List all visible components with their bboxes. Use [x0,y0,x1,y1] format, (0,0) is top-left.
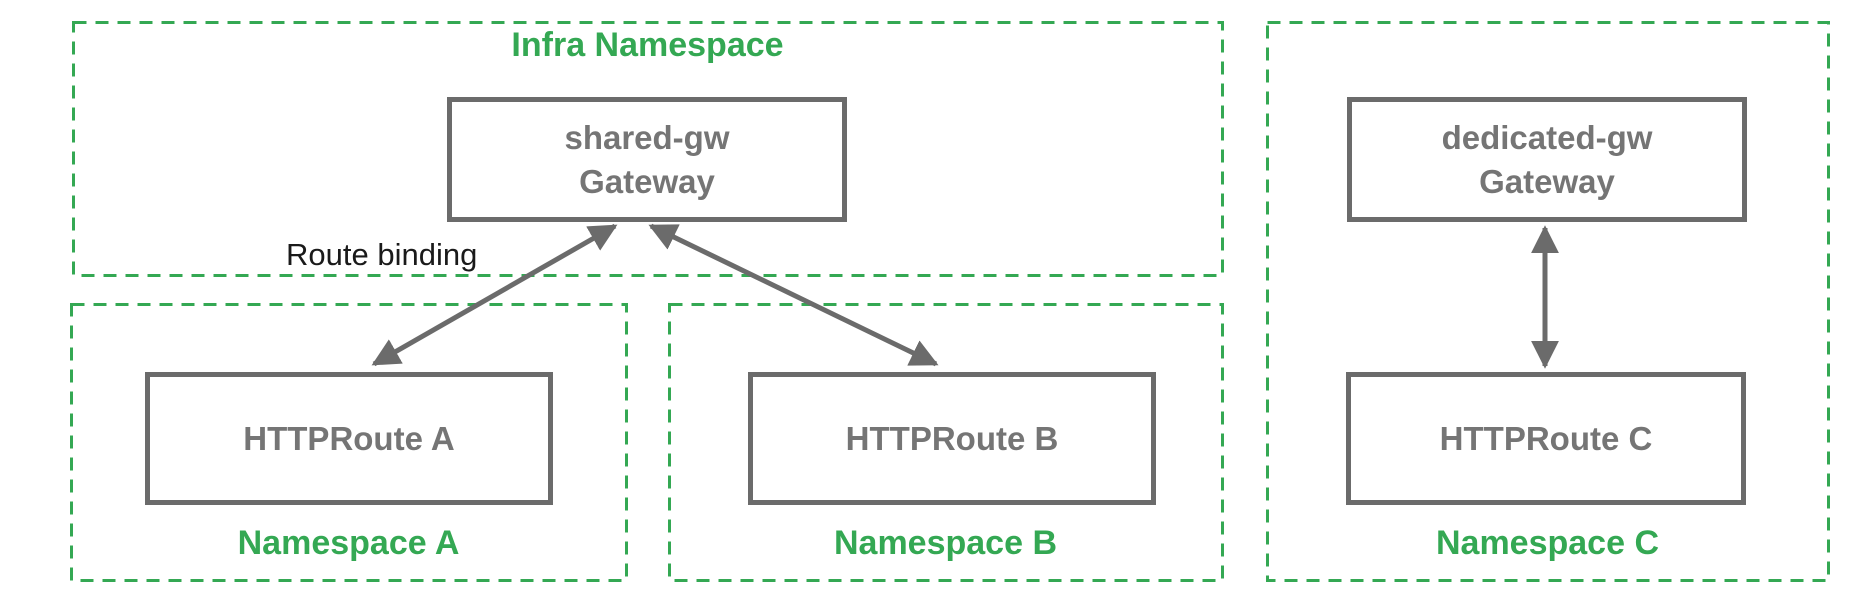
httproute-b-node: HTTPRoute B [748,372,1156,505]
shared-gw-gateway-node: shared-gw Gateway [447,97,847,222]
namespace-b-label: Namespace B [833,524,1057,562]
httproute-a-node: HTTPRoute A [145,372,553,505]
dedicated-gw-gateway-node: dedicated-gw Gateway [1347,97,1747,222]
infra-namespace-label: Infra Namespace [511,26,784,64]
dedicated-gw-name: dedicated-gw [1441,118,1653,156]
namespace-c-label: Namespace C [1435,524,1659,562]
binding-arrow-shared-gw-to-route-b [648,223,939,367]
httproute-b-label: HTTPRoute B [845,419,1059,457]
httproute-a-label: HTTPRoute A [243,419,455,457]
httproute-c-label: HTTPRoute C [1439,419,1653,457]
namespace-a-label: Namespace A [237,524,460,562]
route-binding-annotation: Route binding [286,237,478,272]
shared-gw-kind: Gateway [579,162,715,200]
shared-gw-name: shared-gw [564,118,730,156]
httproute-c-node: HTTPRoute C [1346,372,1746,505]
dedicated-gw-kind: Gateway [1479,162,1615,200]
